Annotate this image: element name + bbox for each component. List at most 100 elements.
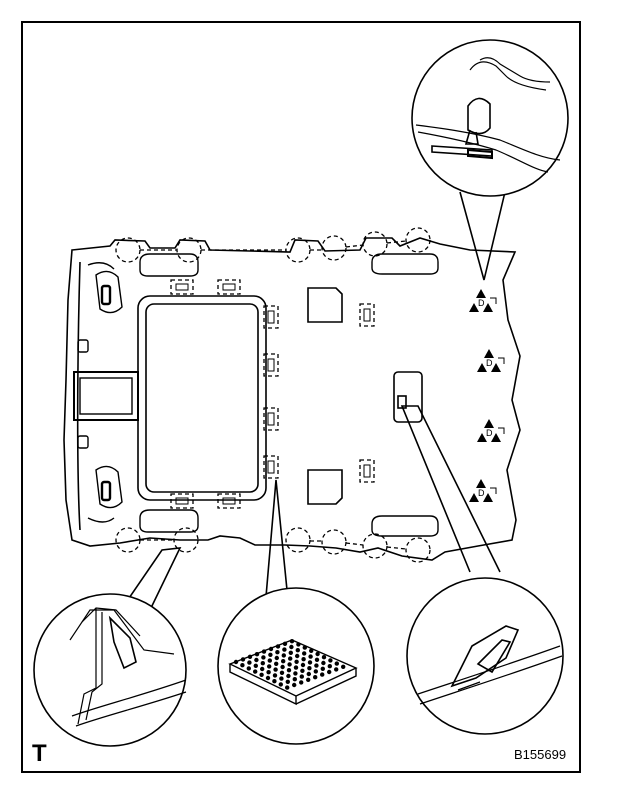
fastener-hook xyxy=(279,676,284,681)
headliner-outline xyxy=(63,237,521,561)
fastener-hook xyxy=(254,652,260,657)
fastener-hook xyxy=(296,642,301,647)
fastener-hook xyxy=(265,675,271,681)
figure-code: B155699 xyxy=(514,747,567,762)
fastener-hook xyxy=(273,667,278,672)
fastener-hook xyxy=(259,672,264,677)
fastener-hook xyxy=(308,654,313,659)
fastener-hook xyxy=(334,667,339,672)
fastener-hook xyxy=(320,666,325,671)
left-side-features xyxy=(73,262,139,523)
fastener-hook xyxy=(307,660,313,665)
fastener-hook xyxy=(295,653,300,659)
fastener-hook xyxy=(299,680,304,685)
fastener-hook xyxy=(289,644,294,650)
fastener-hook xyxy=(327,669,332,675)
fastener-hook xyxy=(281,659,286,664)
fastener-hook xyxy=(288,656,293,661)
fastener-hook xyxy=(286,673,291,679)
fastener-hook xyxy=(321,655,327,660)
fastener-hook xyxy=(287,662,292,667)
fastener-hook xyxy=(261,655,266,660)
fastener-hook xyxy=(314,663,319,668)
clip-locations-top xyxy=(115,227,431,263)
fastener-hook xyxy=(307,666,312,671)
fastener-hook xyxy=(260,666,265,672)
fastener-hook xyxy=(320,672,325,677)
corner-letter: T xyxy=(32,740,47,767)
fastener-hook xyxy=(253,663,258,668)
fastener-hook xyxy=(261,649,267,654)
fastener-hook xyxy=(292,682,297,688)
fastener-hook xyxy=(313,675,318,680)
pin-clip-markers xyxy=(469,289,504,502)
clip-locations-bottom xyxy=(115,527,431,563)
fastener-hook xyxy=(292,677,297,682)
fastener-hook xyxy=(260,661,265,666)
fastener-hook xyxy=(282,647,287,652)
fastener-hook xyxy=(274,661,279,666)
fastener-hook xyxy=(293,671,298,676)
fastener-hook xyxy=(240,657,246,662)
fastener-hook xyxy=(314,657,320,662)
fastener-tape-locations xyxy=(170,279,375,509)
fastener-hook xyxy=(293,665,299,670)
fastener-hook xyxy=(266,670,271,675)
fastener-hook xyxy=(272,679,277,684)
fastener-hook xyxy=(272,673,278,678)
fastener-hook xyxy=(288,650,293,655)
fastener-hook xyxy=(334,661,339,666)
fastener-hook xyxy=(268,652,273,657)
fastener-hook xyxy=(327,664,332,669)
fastener-hook xyxy=(309,648,314,653)
fastener-hook xyxy=(321,660,326,666)
fastener-hook xyxy=(247,660,252,665)
bracket-detail-callout xyxy=(400,405,564,735)
fastener-hook xyxy=(300,662,306,668)
fastener-hook xyxy=(246,666,251,671)
fastener-hook xyxy=(233,659,239,665)
fastener-hook xyxy=(281,653,286,658)
fastener-hook xyxy=(328,658,333,663)
fastener-hook xyxy=(299,674,304,679)
fastener-hook xyxy=(302,645,307,650)
dome-light-opening xyxy=(393,371,423,423)
fastener-hook xyxy=(282,641,288,646)
clip-detail-callout xyxy=(33,547,187,747)
fastener-hook xyxy=(294,659,299,664)
fastener-hook xyxy=(267,658,272,663)
fastener-hook xyxy=(240,663,245,668)
fastener-hook xyxy=(286,668,292,673)
fastener-hook xyxy=(267,664,272,669)
fastener-hook xyxy=(285,685,290,690)
fastener-hook xyxy=(295,648,300,653)
fastener-hook xyxy=(289,639,295,644)
fastener-hook xyxy=(279,670,285,675)
fastener-hook xyxy=(306,677,311,682)
fastener-hook xyxy=(247,654,253,659)
fastener-hook xyxy=(274,655,279,661)
pin-detail-callout xyxy=(411,39,569,281)
fastener-hook xyxy=(300,668,305,673)
fastener-hook xyxy=(280,664,285,670)
handle-recesses xyxy=(139,253,439,537)
fastener-hook xyxy=(302,651,307,656)
sunroof-opening xyxy=(137,295,267,501)
fastener-hook xyxy=(285,679,290,684)
fastener-hook xyxy=(268,646,274,652)
fastener-hook xyxy=(306,671,311,677)
fastener-tape-glyphs xyxy=(175,283,371,505)
fastener-tape-detail-callout xyxy=(217,479,375,745)
fastener-hook xyxy=(341,664,346,669)
fastener-hook xyxy=(315,651,320,657)
fastener-hook xyxy=(313,669,318,674)
fastener-hook xyxy=(278,682,283,687)
fastener-hook xyxy=(253,669,258,674)
fastener-hook xyxy=(275,650,280,655)
fastener-hook xyxy=(254,657,259,663)
fastener-hooks: (function(){ var svgNS = "http://www.w3.… xyxy=(233,639,346,690)
fastener-hook xyxy=(301,657,306,662)
fastener-hook xyxy=(275,644,281,649)
visor-cutouts xyxy=(307,287,343,505)
